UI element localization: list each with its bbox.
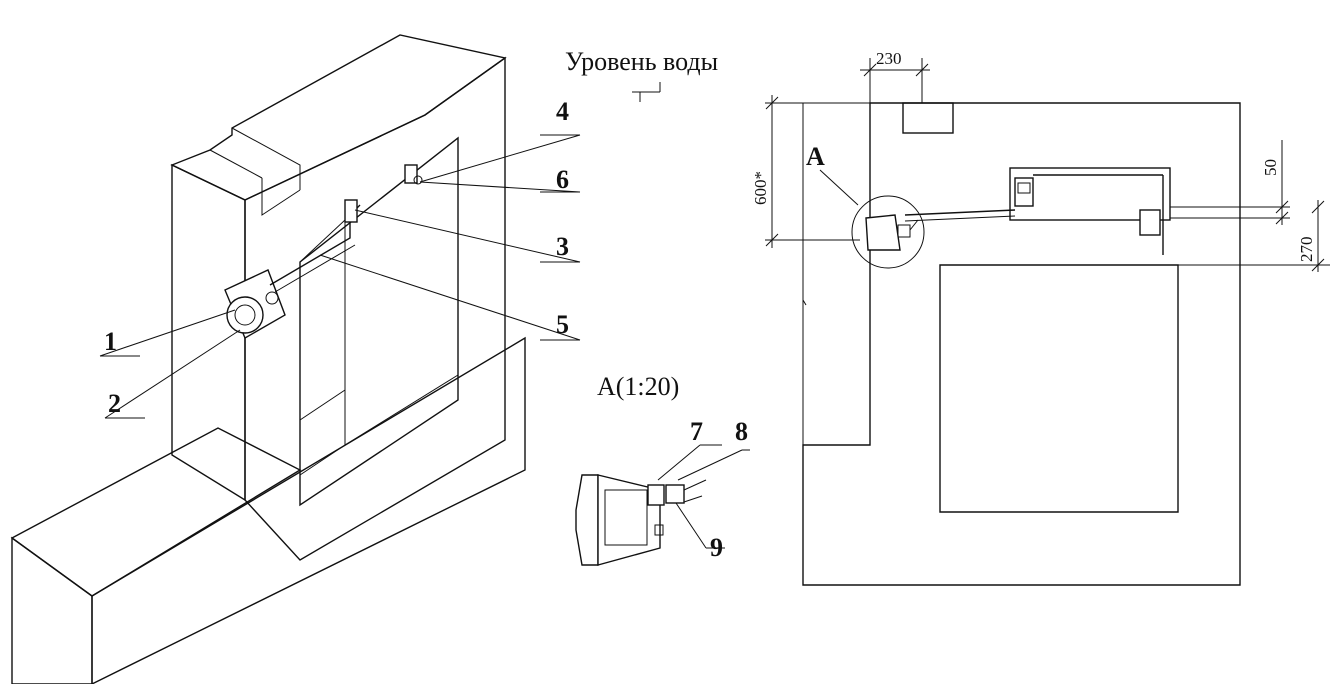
detail-a [575,444,750,566]
callout-4: 4 [556,97,569,126]
callout-7: 7 [690,417,703,446]
callout-3: 3 [556,232,569,261]
dim-600: 600* [751,171,770,205]
callout-9: 9 [710,533,723,562]
water-level-mark [632,82,661,102]
callout-2: 2 [108,389,121,418]
dim-230: 230 [876,49,902,68]
detail-a-title: А(1:20) [597,372,679,401]
isometric-view [10,34,581,684]
wall-opening [299,136,459,507]
detail-a-marker [851,195,925,269]
dim-270: 270 [1297,237,1316,263]
wall-top [170,34,507,201]
wall-face [244,56,506,561]
dim-50: 50 [1261,159,1280,176]
base-side-face [91,336,526,684]
dimension-lines [765,58,1330,272]
callout-1: 1 [104,327,117,356]
callout-6: 6 [556,165,569,194]
actuator-unit [224,269,286,340]
section-hatched-body [802,102,1241,586]
base-front-face [11,536,93,684]
callout-5: 5 [556,310,569,339]
wall-front-face [171,163,246,502]
section-view [802,102,1241,586]
view-a-label: А [806,142,825,171]
callout-8: 8 [735,417,748,446]
water-level-label: Уровень воды [565,47,718,76]
